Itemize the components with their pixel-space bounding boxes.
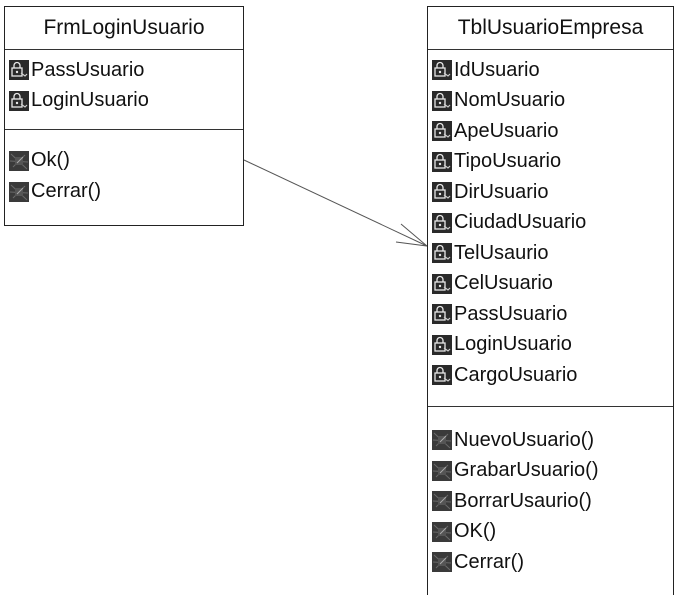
private-attribute-lock-icon (432, 121, 452, 142)
operation-icon (432, 552, 452, 573)
attribute-label: LoginUsuario (31, 89, 149, 112)
attribute-row[interactable]: LoginUsuario (432, 330, 669, 361)
private-attribute-lock-icon (432, 365, 452, 386)
private-attribute-lock-icon (432, 60, 452, 81)
attribute-row[interactable]: TelUsaurio (432, 238, 669, 269)
operation-row[interactable]: BorrarUsaurio() (432, 486, 669, 517)
attribute-label: IdUsuario (454, 58, 540, 81)
attribute-row[interactable]: PassUsuario (9, 55, 239, 86)
attribute-row[interactable]: TipoUsuario (432, 147, 669, 178)
class-title: TblUsuarioEmpresa (428, 7, 673, 50)
attribute-row[interactable]: NomUsuario (432, 86, 669, 117)
operations-section: Ok() Cerrar() (5, 130, 243, 207)
private-attribute-lock-icon (432, 90, 452, 111)
operation-label: BorrarUsaurio() (454, 489, 592, 512)
attribute-row[interactable]: PassUsuario (432, 299, 669, 330)
operation-label: Ok() (31, 149, 70, 171)
private-attribute-lock-icon (432, 212, 452, 233)
operation-row[interactable]: Cerrar() (432, 547, 669, 578)
attribute-row[interactable]: CargoUsuario (432, 360, 669, 391)
attribute-label: PassUsuario (31, 58, 145, 81)
attribute-label: PassUsuario (454, 302, 568, 325)
private-attribute-lock-icon (432, 151, 452, 172)
operation-row[interactable]: GrabarUsuario() (432, 456, 669, 487)
private-attribute-lock-icon (432, 304, 452, 325)
operation-icon (432, 521, 452, 542)
attribute-label: CiudadUsuario (454, 211, 587, 234)
operation-icon (432, 491, 452, 512)
operation-label: OK() (454, 520, 497, 543)
attribute-row[interactable]: CelUsuario (432, 269, 669, 300)
class-title: FrmLoginUsuario (5, 7, 243, 50)
operation-label: GrabarUsuario() (454, 459, 599, 482)
association-line (243, 159, 428, 247)
operation-icon (9, 150, 29, 171)
attribute-row[interactable]: ApeUsuario (432, 116, 669, 147)
operation-row[interactable]: NuevoUsuario() (432, 425, 669, 456)
operation-label: Cerrar() (454, 550, 524, 573)
operation-row[interactable]: Cerrar() (9, 176, 239, 207)
attribute-label: LoginUsuario (454, 333, 572, 356)
operation-label: Cerrar() (31, 180, 101, 202)
class-frm-login-usuario[interactable]: FrmLoginUsuario PassUsuario LoginUsuario… (4, 6, 244, 226)
attribute-label: CelUsuario (454, 272, 553, 295)
attribute-label: ApeUsuario (454, 119, 559, 142)
operation-label: NuevoUsuario() (454, 428, 595, 451)
private-attribute-lock-icon (432, 243, 452, 264)
attribute-row[interactable]: IdUsuario (432, 55, 669, 86)
private-attribute-lock-icon (432, 273, 452, 294)
attributes-section: IdUsuario NomUsuario ApeUsuario TipoUsua… (428, 50, 673, 407)
private-attribute-lock-icon (432, 334, 452, 355)
attribute-label: TelUsaurio (454, 241, 549, 264)
operations-section: NuevoUsuario() GrabarUsuario() BorrarUsa… (428, 407, 673, 578)
attribute-label: NomUsuario (454, 89, 566, 112)
attribute-row[interactable]: DirUsuario (432, 177, 669, 208)
private-attribute-lock-icon (9, 90, 29, 111)
operation-icon (9, 181, 29, 202)
operation-row[interactable]: OK() (432, 517, 669, 548)
operation-icon (432, 430, 452, 451)
attributes-section: PassUsuario LoginUsuario (5, 50, 243, 130)
attribute-label: TipoUsuario (454, 150, 562, 173)
private-attribute-lock-icon (432, 182, 452, 203)
attribute-label: CargoUsuario (454, 363, 578, 386)
attribute-row[interactable]: CiudadUsuario (432, 208, 669, 239)
attribute-label: DirUsuario (454, 180, 549, 203)
private-attribute-lock-icon (9, 60, 29, 81)
operation-row[interactable]: Ok() (9, 145, 239, 176)
arrow-head (395, 223, 429, 247)
operation-icon (432, 460, 452, 481)
class-tbl-usuario-empresa[interactable]: TblUsuarioEmpresa IdUsuario NomUsuario A… (427, 6, 674, 595)
attribute-row[interactable]: LoginUsuario (9, 86, 239, 117)
